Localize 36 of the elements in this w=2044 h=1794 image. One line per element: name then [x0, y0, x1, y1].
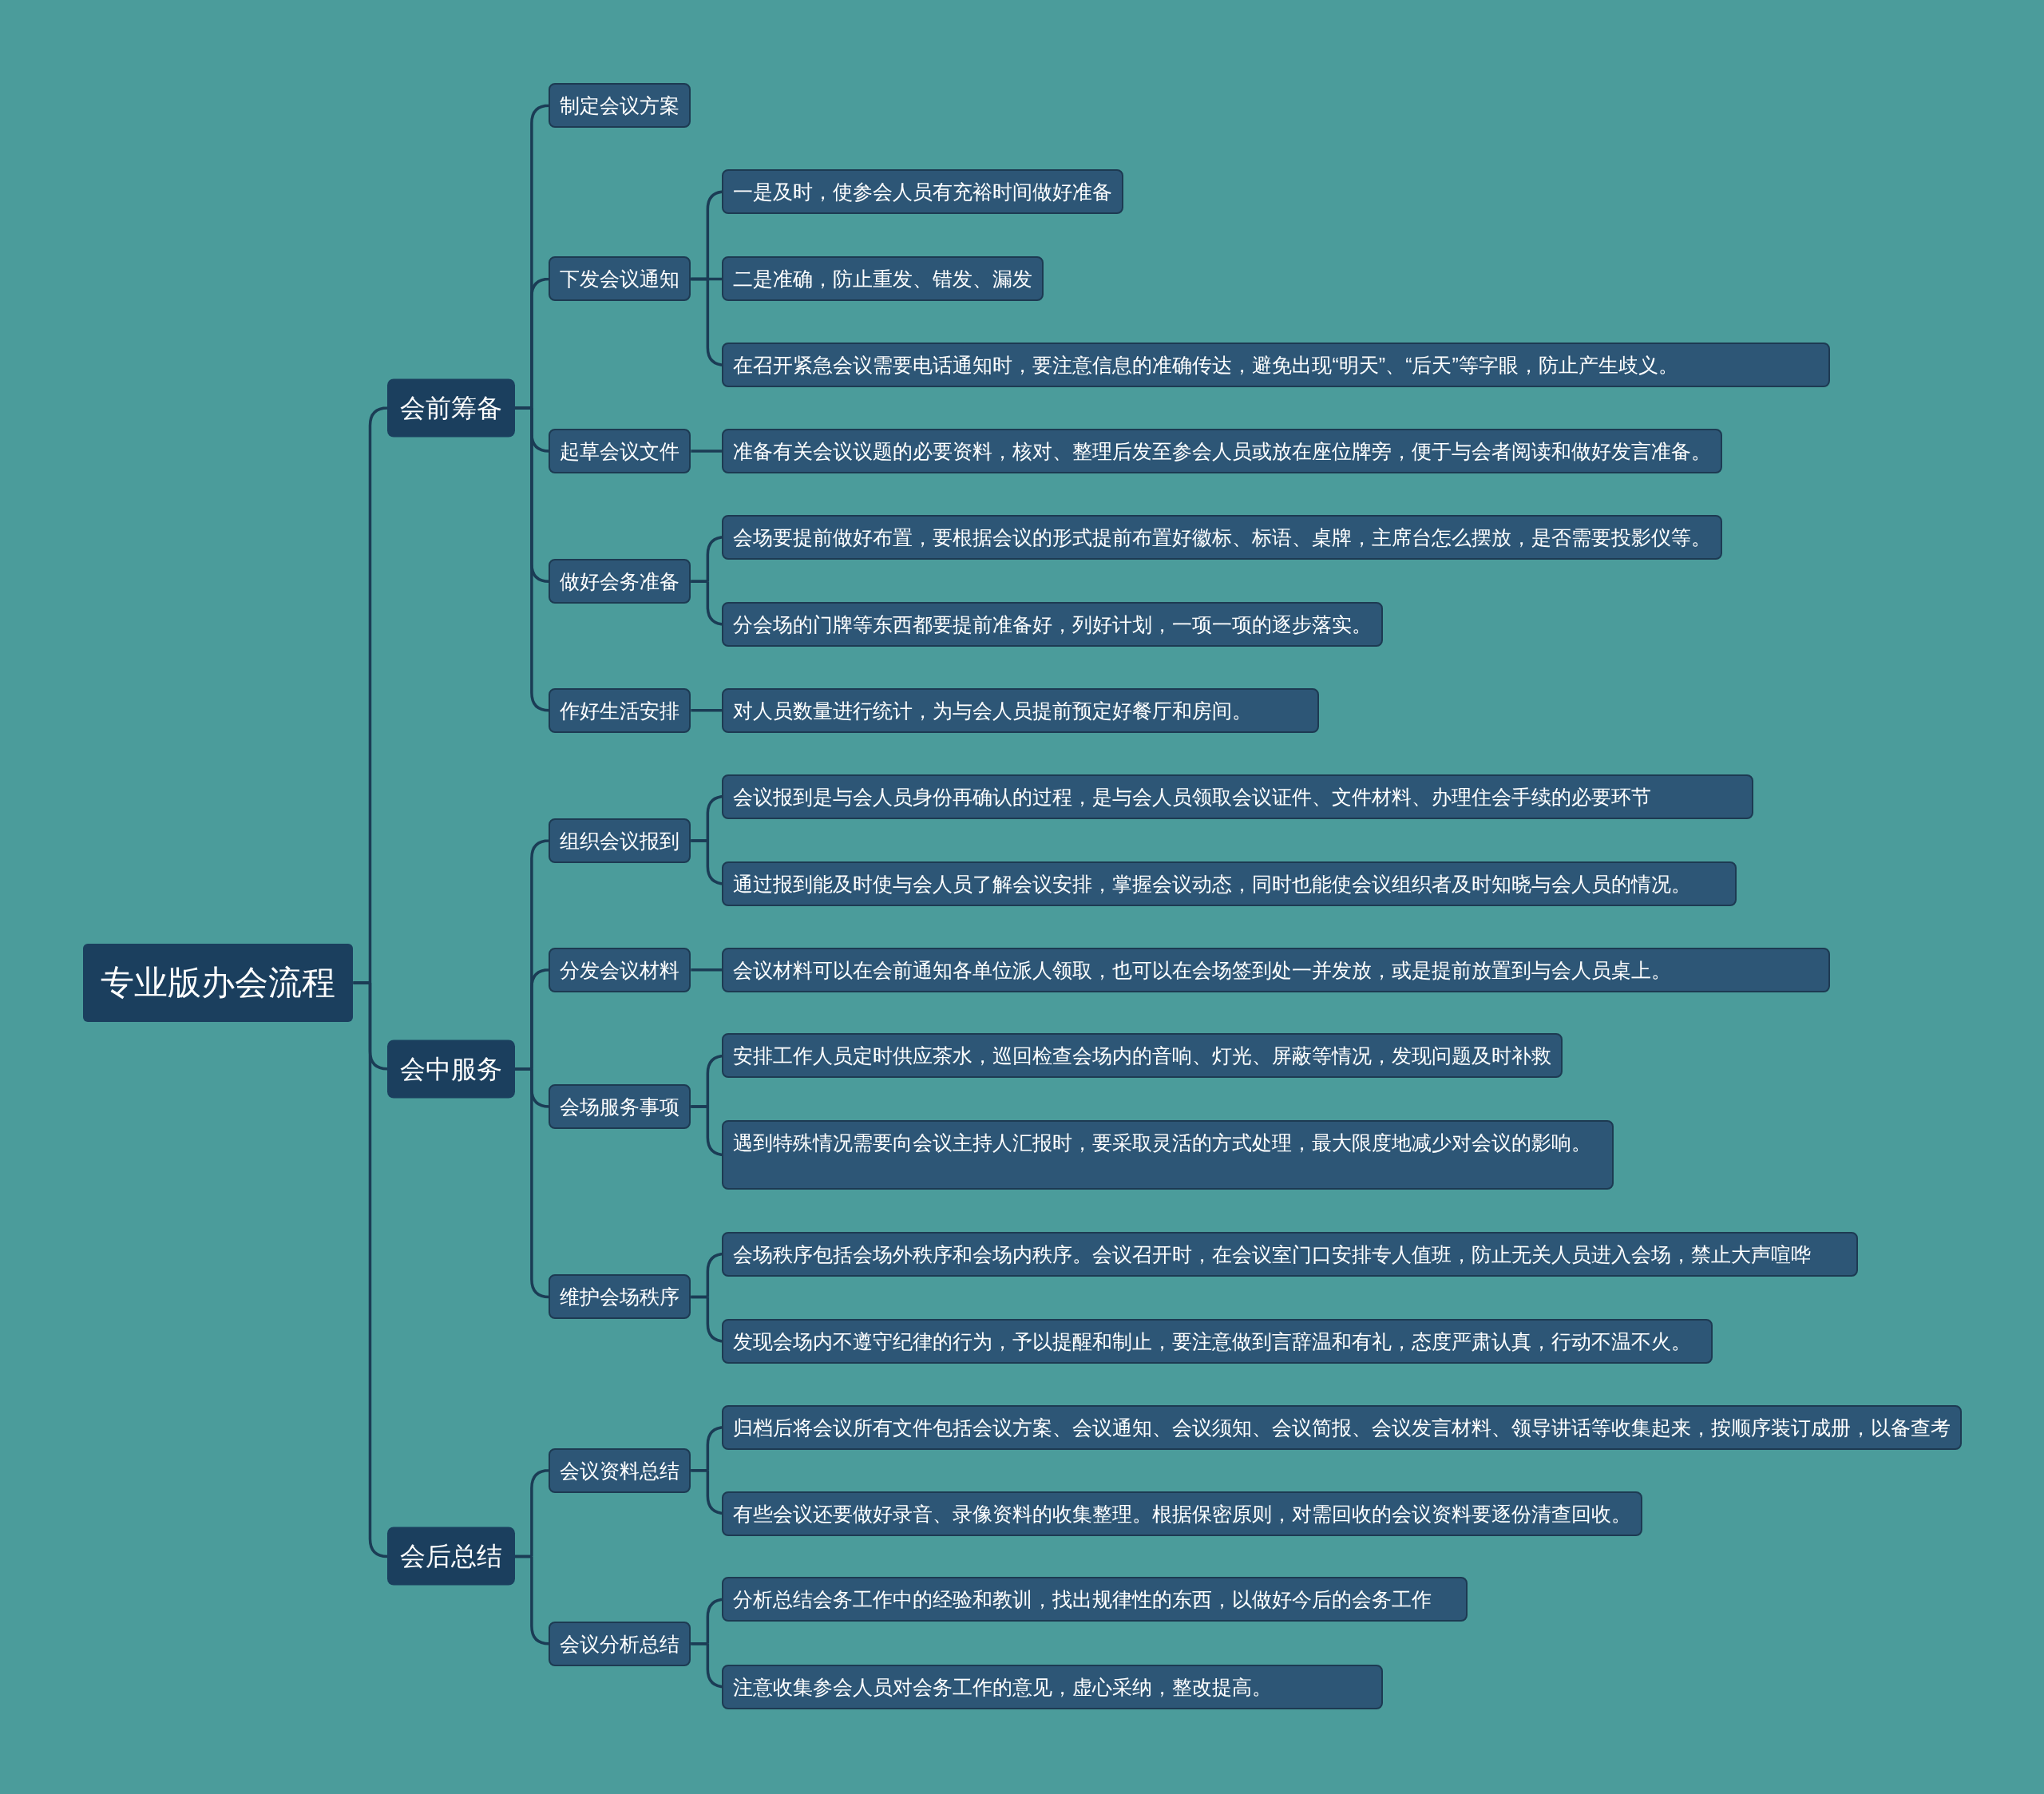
subtopic-box: 会场服务事项	[549, 1084, 691, 1130]
detail-box: 会议材料可以在会前通知各单位派人领取，也可以在会场签到处一并发放，或是提前放置到与会人员桌上。	[722, 947, 1831, 992]
detail-box: 遇到特殊情况需要向会议主持人汇报时，要采取灵活的方式处理，最大限度地减少对会议的影响。	[722, 1120, 1614, 1190]
detail-box: 二是准确，防止重发、错发、漏发	[722, 256, 1044, 302]
detail-box: 分会场的门牌等东西都要提前准备好，列好计划，一项一项的逐步落实。	[722, 602, 1384, 648]
subtopic-box: 分发会议材料	[549, 947, 691, 992]
detail-box: 分析总结会务工作中的经验和教训，找出规律性的东西，以做好今后的会务工作	[722, 1577, 1468, 1622]
main-topic-box: 会后总结	[386, 1527, 515, 1586]
subtopic-box: 维护会场秩序	[549, 1274, 691, 1320]
subtopic-box: 会议资料总结	[549, 1447, 691, 1493]
subtopic-box: 做好会务准备	[549, 559, 691, 604]
detail-box: 通过报到能及时使与会人员了解会议安排，掌握会议动态，同时也能使会议组织者及时知晓与会人员的情况。	[722, 861, 1737, 906]
connector	[691, 449, 723, 453]
detail-box: 对人员数量进行统计，为与会人员提前预定好餐厅和房间。	[722, 687, 1320, 733]
subtopic-box: 起草会议文件	[549, 428, 691, 473]
detail-box: 有些会议还要做好录音、录像资料的收集整理。根据保密原则，对需回收的会议资料要逐份清查回收。	[722, 1491, 1643, 1536]
detail-box: 注意收集参会人员对会务工作的意见，虚心采纳，整改提高。	[722, 1664, 1384, 1709]
detail-box: 在召开紧急会议需要电话通知时，要注意信息的准确传达，避免出现“明天”、“后天”等字眼，防止产生歧义。	[722, 343, 1831, 388]
connector	[691, 968, 723, 972]
subtopic-box: 下发会议通知	[549, 256, 691, 302]
subtopic-box: 组织会议报到	[549, 818, 691, 864]
subtopic-box: 作好生活安排	[549, 687, 691, 733]
detail-box: 发现会场内不遵守纪律的行为，予以提醒和制止，要注意做到言辞温和有礼，态度严肃认真，行动不温不火。	[722, 1319, 1713, 1364]
detail-box: 准备有关会议议题的必要资料，核对、整理后发至参会人员或放在座位牌旁，便于与会者阅读和做好发言准备。	[722, 428, 1723, 473]
main-topic-box: 会中服务	[386, 1040, 515, 1099]
detail-box: 会场秩序包括会场外秩序和会场内秩序。会议召开时，在会议室门口安排专人值班，防止无关人员进入会场，禁止大声喧哗	[722, 1231, 1858, 1277]
subtopic-box: 制定会议方案	[549, 83, 691, 129]
main-topic-box: 会前筹备	[386, 378, 515, 438]
detail-box: 会议报到是与会人员身份再确认的过程，是与会人员领取会议证件、文件材料、办理住会手续的必要环节	[722, 774, 1753, 819]
detail-box: 会场要提前做好布置，要根据会议的形式提前布置好徽标、标语、桌牌，主席台怎么摆放，是否需要投影仪等。	[722, 514, 1723, 560]
connector	[691, 709, 723, 712]
detail-box: 安排工作人员定时供应茶水，巡回检查会场内的音响、灯光、屏蔽等情况，发现问题及时补救	[722, 1033, 1563, 1079]
detail-box: 一是及时，使参会人员有充裕时间做好准备	[722, 169, 1124, 214]
subtopic-box: 会议分析总结	[549, 1621, 691, 1666]
root-topic-box: 专业版办会流程	[83, 944, 354, 1022]
detail-box: 归档后将会议所有文件包括会议方案、会议通知、会议须知、会议简报、会议发言材料、领导讲话等收集起来，按顺序装订成册，以备查考	[722, 1404, 1963, 1450]
